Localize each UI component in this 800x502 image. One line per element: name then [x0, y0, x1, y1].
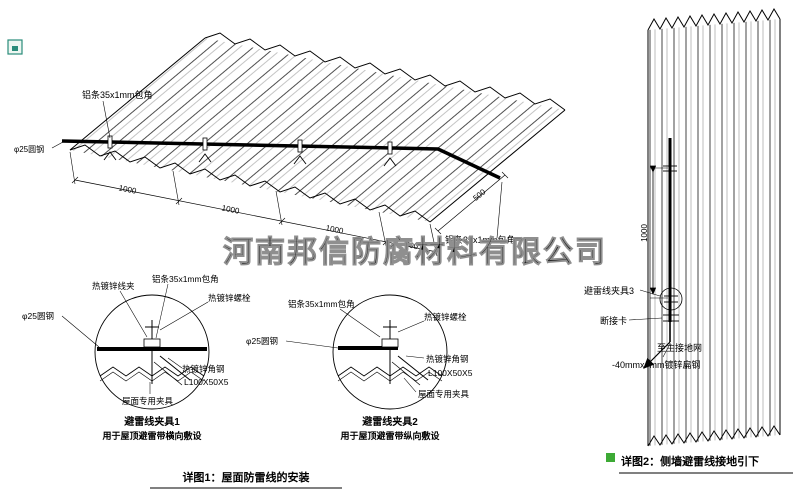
- detail2-label-angle-steel: 热镀锌角钢: [426, 354, 469, 364]
- wall-panel: [648, 19, 780, 446]
- wall-drawing: 1000 避雷线夹具3 断接卡 至主接地网 -40mmx4mm镀锌扁钢: [584, 7, 781, 447]
- caption2-marker-icon: [606, 453, 615, 462]
- detail1-label-bolt: 热镀锌螺栓: [208, 293, 251, 303]
- wall-label-clamp3: 避雷线夹具3: [584, 285, 634, 296]
- detail-circle-2: 铝条35x1mm包角 热镀锌螺栓 φ25圆钢 热镀锌角钢 L100X50X5 屋…: [246, 294, 473, 441]
- wall-label-to-ground: 至主接地网: [657, 342, 702, 353]
- detail1-label-round-steel: φ25圆钢: [22, 311, 54, 321]
- detail2-clamp: [381, 338, 399, 348]
- wall-leaders: [628, 289, 671, 358]
- page-marker-icon: [7, 39, 23, 55]
- detail1-roof-profile: [99, 366, 205, 377]
- roof-leader-lines: [51, 100, 503, 239]
- roof-front-edge: [69, 144, 431, 223]
- roof-label-alu-left: 铝条35x1mm包角: [82, 89, 153, 100]
- detail2-angle-steel: [397, 355, 429, 381]
- caption-detail2-text: 详图2：侧墙避雷线接地引下: [621, 454, 759, 468]
- lightning-wire: [61, 139, 501, 180]
- detail-circle-1: 热镀锌线夹 铝条35x1mm包角 热镀锌螺栓 φ25圆钢 热镀锌角钢 L100X…: [22, 274, 251, 441]
- roof-dimension-chain: [69, 151, 441, 257]
- detail2-title: 避雷线夹具2: [361, 415, 418, 428]
- detail1-label-roof-clamp: 屋面专用夹具: [122, 396, 174, 406]
- detail2-roof-profile: [337, 366, 443, 377]
- detail1-label-angle-steel: 热镀锌角钢: [182, 364, 225, 374]
- detail2-subtitle: 用于屋顶避雷带纵向敷设: [339, 430, 440, 441]
- dim-500: 500: [404, 240, 419, 252]
- wall-top-edge: [647, 7, 781, 31]
- detail1-subtitle: 用于屋顶避雷带横向敷设: [101, 430, 202, 441]
- wall-dim-1000: 1000: [640, 224, 649, 242]
- detail1-label-angle-spec: L100X50X5: [184, 377, 229, 387]
- roof-label-round-steel: φ25圆钢: [14, 144, 44, 154]
- detail2-label-angle-spec: L100X50X5: [428, 368, 473, 378]
- caption-detail1: 详图1：屋面防雷线的安装: [150, 470, 342, 489]
- detail1-clamp: [143, 338, 161, 348]
- company-watermark: 河南邦信防腐材料有限公司: [223, 236, 607, 269]
- detail2-leaders: [285, 308, 425, 393]
- disconnect-link: [663, 314, 679, 322]
- roof-isometric-drawing: 1000 1000 1000 500 500 铝条35x1mm包角 φ25圆钢 …: [14, 32, 566, 257]
- wall-dimension: [649, 165, 668, 299]
- dim-1000-b: 1000: [221, 203, 241, 215]
- wall-bottom-edge: [647, 425, 781, 447]
- wire-clamps: [103, 135, 397, 167]
- detail1-title: 避雷线夹具1: [123, 415, 180, 428]
- detail2-label-round-steel: φ25圆钢: [246, 336, 278, 346]
- dim-1000-a: 1000: [118, 183, 138, 195]
- wall-label-disconnect: 断接卡: [600, 315, 627, 326]
- roof-back-edge: [204, 32, 566, 111]
- dim-1000-c: 1000: [325, 223, 345, 235]
- detail1-label-wire-clamp: 热镀锌线夹: [92, 281, 135, 291]
- detail1-angle-steel: [159, 355, 191, 381]
- detail2-label-bolt: 热镀锌螺栓: [424, 312, 467, 322]
- detail2-label-alu: 铝条35x1mm包角: [288, 299, 355, 309]
- wall-clamps: [659, 165, 683, 311]
- roof-label-alu-right: 铝条35x1mm包角: [445, 234, 516, 245]
- dim-500-right: 500: [471, 187, 487, 203]
- detail2-label-roof-clamp: 屋面专用夹具: [418, 389, 470, 399]
- to-ground-arrow: [643, 341, 671, 369]
- caption-detail1-text: 详图1：屋面防雷线的安装: [182, 470, 309, 484]
- wall-label-flat-steel: -40mmx4mm镀锌扁钢: [612, 359, 701, 370]
- caption-detail2: 详图2：侧墙避雷线接地引下: [606, 453, 793, 474]
- roof-right-dimension: [434, 171, 509, 235]
- detail1-label-alu: 铝条35x1mm包角: [152, 274, 219, 284]
- roof-sheet: [70, 38, 565, 222]
- detail1-leaders: [61, 283, 209, 394]
